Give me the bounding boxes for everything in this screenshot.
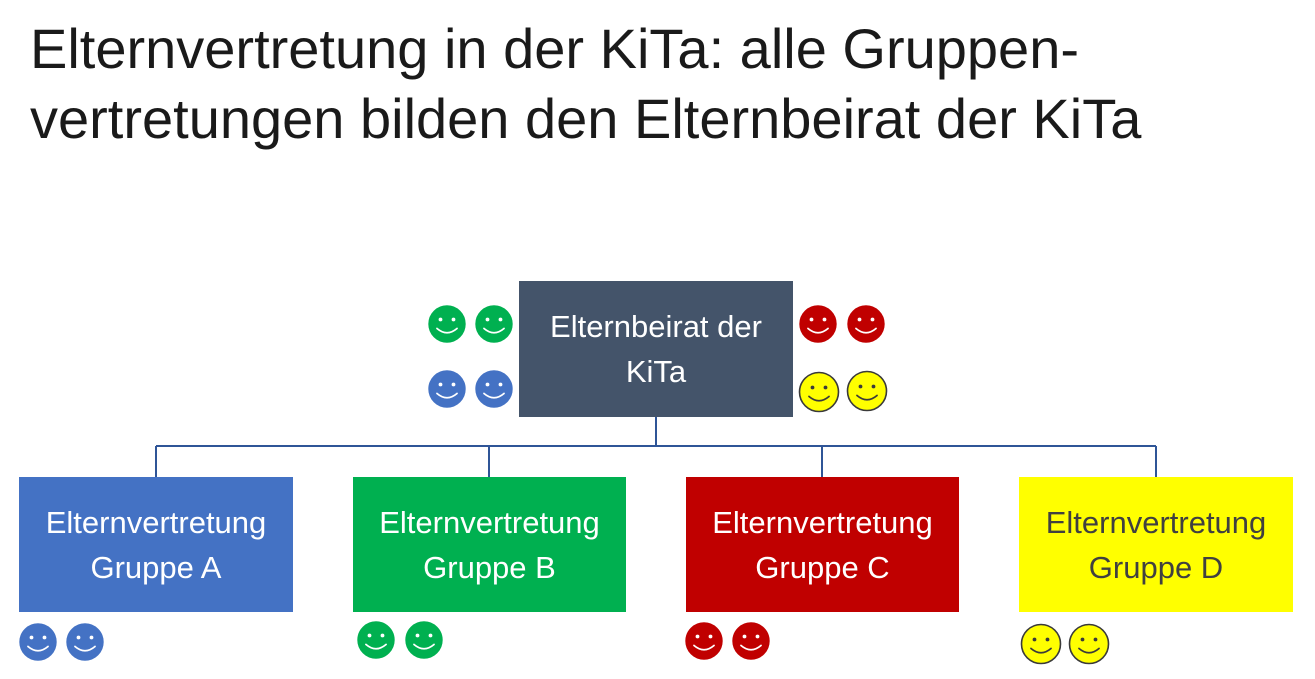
smiley-face-icon [846, 370, 888, 412]
smiley-face-icon [797, 303, 839, 345]
elternbeirat-box: Elternbeirat der KiTa [519, 281, 793, 417]
slide-title-line-1: Elternvertretung in der KiTa: alle Grupp… [30, 17, 1079, 80]
smiley-group [17, 303, 1110, 665]
gruppe-a-label-line-2: Gruppe A [90, 549, 222, 585]
gruppe-c-label-line-1: Elternvertretung [712, 504, 933, 540]
smiley-face-icon [845, 303, 887, 345]
slide-title: Elternvertretung in der KiTa: alle Grupp… [30, 14, 1300, 154]
smiley-face-icon [355, 619, 397, 661]
smiley-face-icon [473, 303, 515, 345]
gruppe-d-label-line-1: Elternvertretung [1045, 504, 1267, 540]
gruppe-a-box: Elternvertretung Gruppe A [19, 477, 293, 612]
smiley-face-icon [683, 620, 725, 662]
gruppe-c-box: Elternvertretung Gruppe C [686, 477, 959, 612]
smiley-face-icon [798, 371, 840, 413]
gruppe-b-label-line-1: Elternvertretung [379, 504, 600, 540]
gruppe-c-label-line-2: Gruppe C [755, 549, 890, 585]
smiley-face-icon [426, 368, 468, 410]
smiley-face-icon [1020, 623, 1062, 665]
gruppe-b-box: Elternvertretung Gruppe B [353, 477, 626, 612]
gruppe-d-label-line-2: Gruppe D [1088, 549, 1224, 585]
gruppe-d-box: Elternvertretung Gruppe D [1019, 477, 1293, 612]
smiley-face-icon [730, 620, 772, 662]
slide-title-line-2: vertretungen bilden den Elternbeirat der… [30, 87, 1142, 150]
elternbeirat-label-line-2: KiTa [625, 354, 687, 389]
smiley-face-icon [426, 303, 468, 345]
gruppe-b-label-line-2: Gruppe B [423, 549, 556, 585]
smiley-face-icon [1068, 623, 1110, 665]
connector-lines [155, 417, 1157, 477]
smiley-face-icon [403, 619, 445, 661]
smiley-face-icon [473, 368, 515, 410]
gruppe-a-label-line-1: Elternvertretung [45, 504, 267, 540]
smiley-face-icon [64, 621, 106, 663]
elternbeirat-label-line-1: Elternbeirat der [550, 309, 762, 344]
smiley-face-icon [17, 621, 59, 663]
